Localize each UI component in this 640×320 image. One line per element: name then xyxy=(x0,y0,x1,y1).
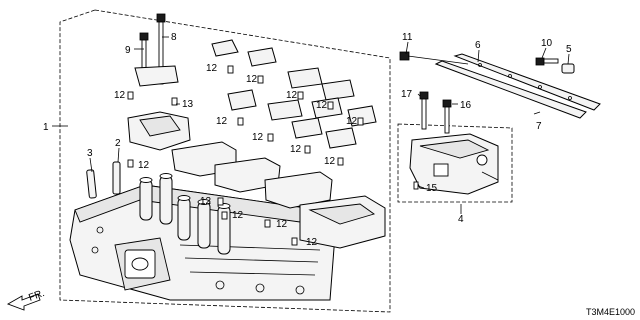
callout-12: 12 xyxy=(232,210,244,221)
direction-label: FR. xyxy=(27,288,46,304)
callouts: 1 2 3 8 9 13 11 6 10 5 7 17 16 15 4 12 1… xyxy=(43,32,572,248)
dowel-pin-2 xyxy=(112,161,121,195)
callout-7: 7 xyxy=(536,121,542,132)
callout-12: 12 xyxy=(246,74,258,85)
callout-16: 16 xyxy=(460,100,472,111)
rocker-shaft-holders xyxy=(171,141,386,249)
callout-13: 13 xyxy=(182,99,194,110)
callout-1: 1 xyxy=(43,122,49,133)
spark-plug-tubes xyxy=(139,173,231,255)
bolt-16 xyxy=(442,99,452,134)
front-direction-arrow-icon xyxy=(6,293,41,311)
callout-12: 12 xyxy=(346,116,358,127)
callout-12: 12 xyxy=(324,156,336,167)
dowel-pins-12 xyxy=(127,65,364,246)
cylinder-head xyxy=(69,173,336,301)
callout-12: 12 xyxy=(138,160,150,171)
callout-5: 5 xyxy=(566,44,572,55)
callout-12: 12 xyxy=(206,63,218,74)
callout-12: 12 xyxy=(216,116,228,127)
bolt-11 xyxy=(399,51,469,65)
camshaft-holder-assembly-boundary xyxy=(397,123,513,203)
callout-15: 15 xyxy=(426,183,438,194)
callout-12: 12 xyxy=(316,100,328,111)
callout-12: 12 xyxy=(252,132,264,143)
callout-11: 11 xyxy=(402,32,413,43)
cylinder-head-assembly-boundary xyxy=(59,9,391,313)
callout-12: 12 xyxy=(290,144,302,155)
camshaft-holder xyxy=(409,133,499,195)
callout-3: 3 xyxy=(87,148,93,159)
bolt-17 xyxy=(419,91,429,130)
bolt-10 xyxy=(535,57,559,66)
bolt-9 xyxy=(139,32,149,71)
callout-2: 2 xyxy=(115,138,121,149)
callout-12: 12 xyxy=(306,237,318,248)
rocker-holder-left xyxy=(127,65,191,151)
rocker-shaft-6 xyxy=(453,53,601,111)
callout-12: 12 xyxy=(286,90,298,101)
diagram-code: T3M4E1000 xyxy=(586,307,635,317)
dowel-pin-3 xyxy=(86,169,97,199)
callout-12: 12 xyxy=(114,90,126,101)
callout-9: 9 xyxy=(125,45,131,56)
callout-12: 12 xyxy=(200,196,212,207)
callout-10: 10 xyxy=(541,38,553,49)
callout-8: 8 xyxy=(171,32,177,43)
rocker-arms xyxy=(211,39,377,149)
callout-17: 17 xyxy=(401,89,413,100)
leader-lines xyxy=(52,36,570,214)
callout-4: 4 xyxy=(458,214,464,225)
callout-12: 12 xyxy=(276,219,288,230)
plug-5 xyxy=(561,63,575,74)
rocker-shaft-7 xyxy=(434,60,587,119)
callout-6: 6 xyxy=(475,40,481,51)
